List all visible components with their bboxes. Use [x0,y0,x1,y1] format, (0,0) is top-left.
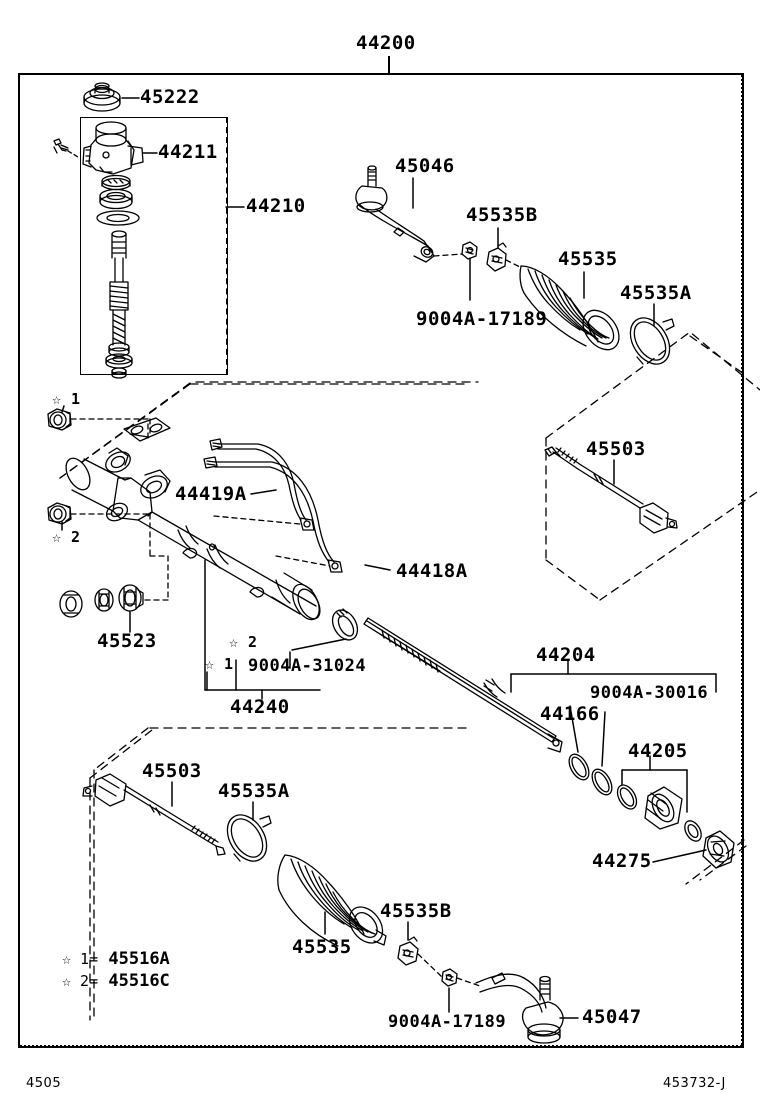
label-star1-b: ☆ 1 [205,655,234,673]
label-9004A-31024: 9004A-31024 [248,656,367,676]
label-9004A-30016: 9004A-30016 [590,683,709,703]
label-45503-lower: 45503 [142,760,202,782]
label-star1-a: ☆ 1 [52,390,81,408]
legend-line-1: ☆ 1= 45516A [62,948,170,970]
diagram-title: 44200 [356,32,416,54]
label-45535B-upper: 45535B [466,204,538,226]
legend-star2-symbol: ☆ 2= [62,972,99,990]
symbol-legend: ☆ 1= 45516A ☆ 2= 45516C [62,948,170,992]
label-45047: 45047 [582,1006,642,1028]
label-45535B-lower: 45535B [380,900,452,922]
footer-page-code: 4505 [26,1076,62,1091]
label-star2-b: ☆ 2 [229,633,258,651]
label-45503-upper: 45503 [586,438,646,460]
frame-dotted-bottom-edge [20,1045,742,1047]
label-45535-upper: 45535 [558,248,618,270]
leader-line-title [388,56,390,74]
frame-dotted-right-edge [741,75,743,1045]
legend-star2-part: 45516C [108,971,170,991]
label-44166: 44166 [540,703,600,725]
label-44240: 44240 [230,696,290,718]
label-44418A: 44418A [396,560,468,582]
label-44204: 44204 [536,644,596,666]
label-44211: 44211 [158,141,218,163]
label-44210: 44210 [246,195,306,217]
label-44205: 44205 [628,740,688,762]
legend-star1-part: 45516A [108,949,170,969]
label-45222: 45222 [140,86,200,108]
label-star2-a: ☆ 2 [52,528,81,546]
label-9004A-17189-upper: 9004A-17189 [416,308,548,330]
legend-star1-symbol: ☆ 1= [62,950,99,968]
label-44419A: 44419A [175,483,247,505]
footer-figure-code: 453732-J [663,1076,726,1091]
label-45523: 45523 [97,630,157,652]
label-9004A-17189-lower: 9004A-17189 [388,1012,507,1032]
legend-line-2: ☆ 2= 45516C [62,970,170,992]
label-45535A-upper: 45535A [620,282,692,304]
label-45535A-lower: 45535A [218,780,290,802]
label-44275: 44275 [592,850,652,872]
group-box-44210-dashed-edge [226,117,228,375]
label-45535-lower: 45535 [292,936,352,958]
label-45046: 45046 [395,155,455,177]
